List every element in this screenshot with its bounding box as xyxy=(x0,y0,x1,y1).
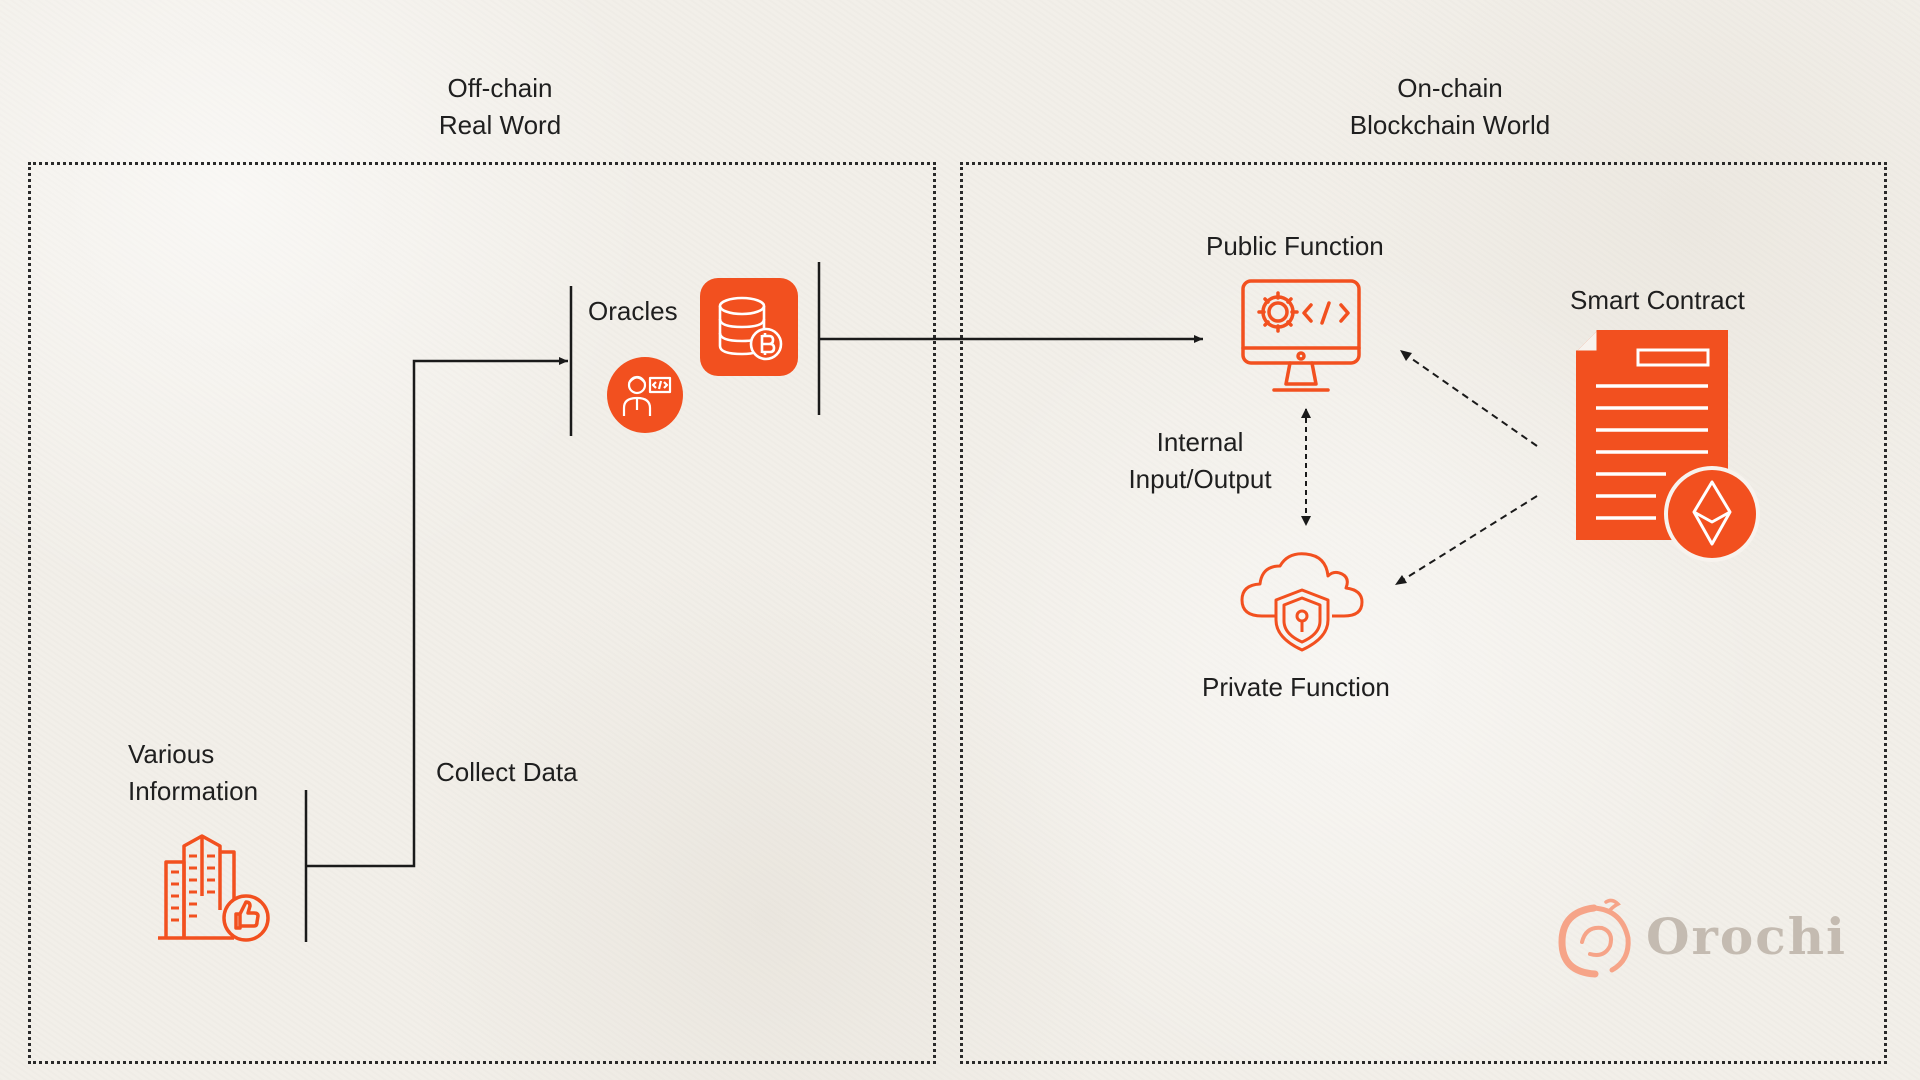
internal-line2: Input/Output xyxy=(1128,464,1272,494)
offchain-panel xyxy=(28,162,936,1064)
offchain-title-line2: Real Word xyxy=(438,110,562,140)
cloud-shield-lock-icon xyxy=(1240,552,1364,652)
contract-to-private-arrow xyxy=(1397,495,1538,584)
contract-to-private-arrowhead xyxy=(1395,575,1407,585)
internal-io-arrowhead-up xyxy=(1301,408,1311,418)
various-information-label: Various Information xyxy=(128,736,258,810)
database-bitcoin-icon xyxy=(700,278,798,376)
offchain-title: Off-chain Real Word xyxy=(380,70,620,144)
contract-to-public-arrow xyxy=(1401,351,1538,447)
internal-io-arrowhead-down xyxy=(1301,516,1311,526)
collect-data-label: Collect Data xyxy=(436,757,578,787)
public-function-label: Public Function xyxy=(1206,231,1384,261)
private-function-label: Private Function xyxy=(1202,672,1390,702)
contract-to-public-arrowhead xyxy=(1400,350,1412,361)
orochi-logo-text: Orochi xyxy=(1646,907,1848,966)
collect-data-line xyxy=(306,357,568,868)
internal-io-label: Internal Input/Output xyxy=(1110,424,1290,498)
building-thumbs-up-icon xyxy=(158,834,270,942)
internal-line1: Internal xyxy=(1156,427,1244,457)
monitor-gear-code-icon xyxy=(1241,279,1361,392)
smart-contract-label: Smart Contract xyxy=(1570,285,1745,315)
dragon-logo-icon xyxy=(1558,898,1631,978)
various-line2: Information xyxy=(128,776,259,806)
onchain-title: On-chain Blockchain World xyxy=(1310,70,1590,144)
offchain-title-line1: Off-chain xyxy=(447,73,553,103)
document-ethereum-icon xyxy=(1576,330,1760,562)
onchain-title-line1: On-chain xyxy=(1397,73,1503,103)
onchain-title-line2: Blockchain World xyxy=(1349,110,1551,140)
various-line1: Various xyxy=(128,739,215,769)
oracles-label: Oracles xyxy=(588,296,678,326)
onchain-panel xyxy=(960,162,1887,1064)
developer-person-icon xyxy=(607,357,683,433)
